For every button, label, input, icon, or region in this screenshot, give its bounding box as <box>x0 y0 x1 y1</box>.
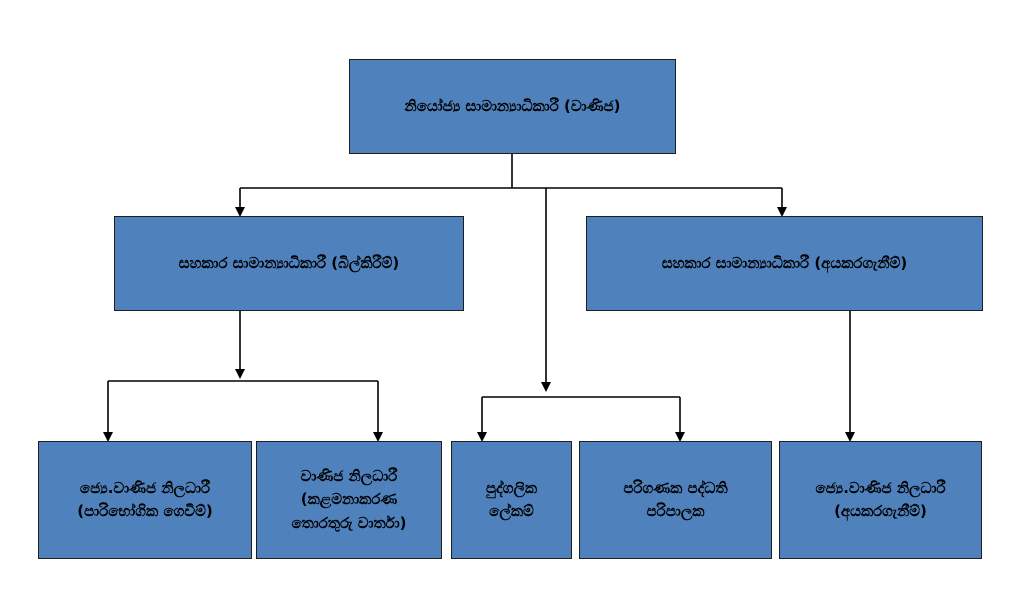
node-personal-secretary-label: පුද්ගලික ලේකම් <box>485 478 538 520</box>
node-deputy-general-manager: නියෝජ්‍ය සාමාන්‍යාධිකාරී (වාණිජ) <box>349 59 676 154</box>
node-chief-commercial-officer-payments-label: ජ්‍යෙ.වාණිජ නිලධාරී (පාරිභෝගික ගෙවීම්) <box>77 478 213 520</box>
node-system-administrator: පරිගණක පද්ධති පරිපාලක <box>579 441 772 559</box>
node-system-administrator-label: පරිගණක පද්ධති පරිපාලක <box>623 478 728 520</box>
node-commercial-officer-mis: වාණිජ නිලධාරී (කළමනාකරණ තොරතුරු වාර්තා) <box>256 441 442 559</box>
node-commercial-officer-mis-label: වාණිජ නිලධාරී (කළමනාකරණ තොරතුරු වාර්තා) <box>291 467 407 532</box>
node-chief-commercial-officer-revenue-label: ජ්‍යෙ.වාණිජ නිලධාරී (අයකරගැනීම්) <box>815 478 946 520</box>
node-agm-revenue: සහකාර සාමාන්‍යාධිකාරී (අයකරගැනීම්) <box>586 216 983 311</box>
node-agm-billing: සහකාර සාමාන්‍යාධිකාරී (බිල්කිරීම්) <box>114 216 464 311</box>
node-chief-commercial-officer-revenue: ජ්‍යෙ.වාණිජ නිලධාරී (අයකරගැනීම්) <box>779 441 982 559</box>
node-personal-secretary: පුද්ගලික ලේකම් <box>451 441 572 559</box>
node-agm-billing-label: සහකාර සාමාන්‍යාධිකාරී (බිල්කිරීම්) <box>178 253 400 272</box>
node-agm-revenue-label: සහකාර සාමාන්‍යාධිකාරී (අයකරගැනීම්) <box>661 253 908 272</box>
node-chief-commercial-officer-payments: ජ්‍යෙ.වාණිජ නිලධාරී (පාරිභෝගික ගෙවීම්) <box>38 441 252 559</box>
node-deputy-general-manager-label: නියෝජ්‍ය සාමාන්‍යාධිකාරී (වාණිජ) <box>404 96 621 115</box>
